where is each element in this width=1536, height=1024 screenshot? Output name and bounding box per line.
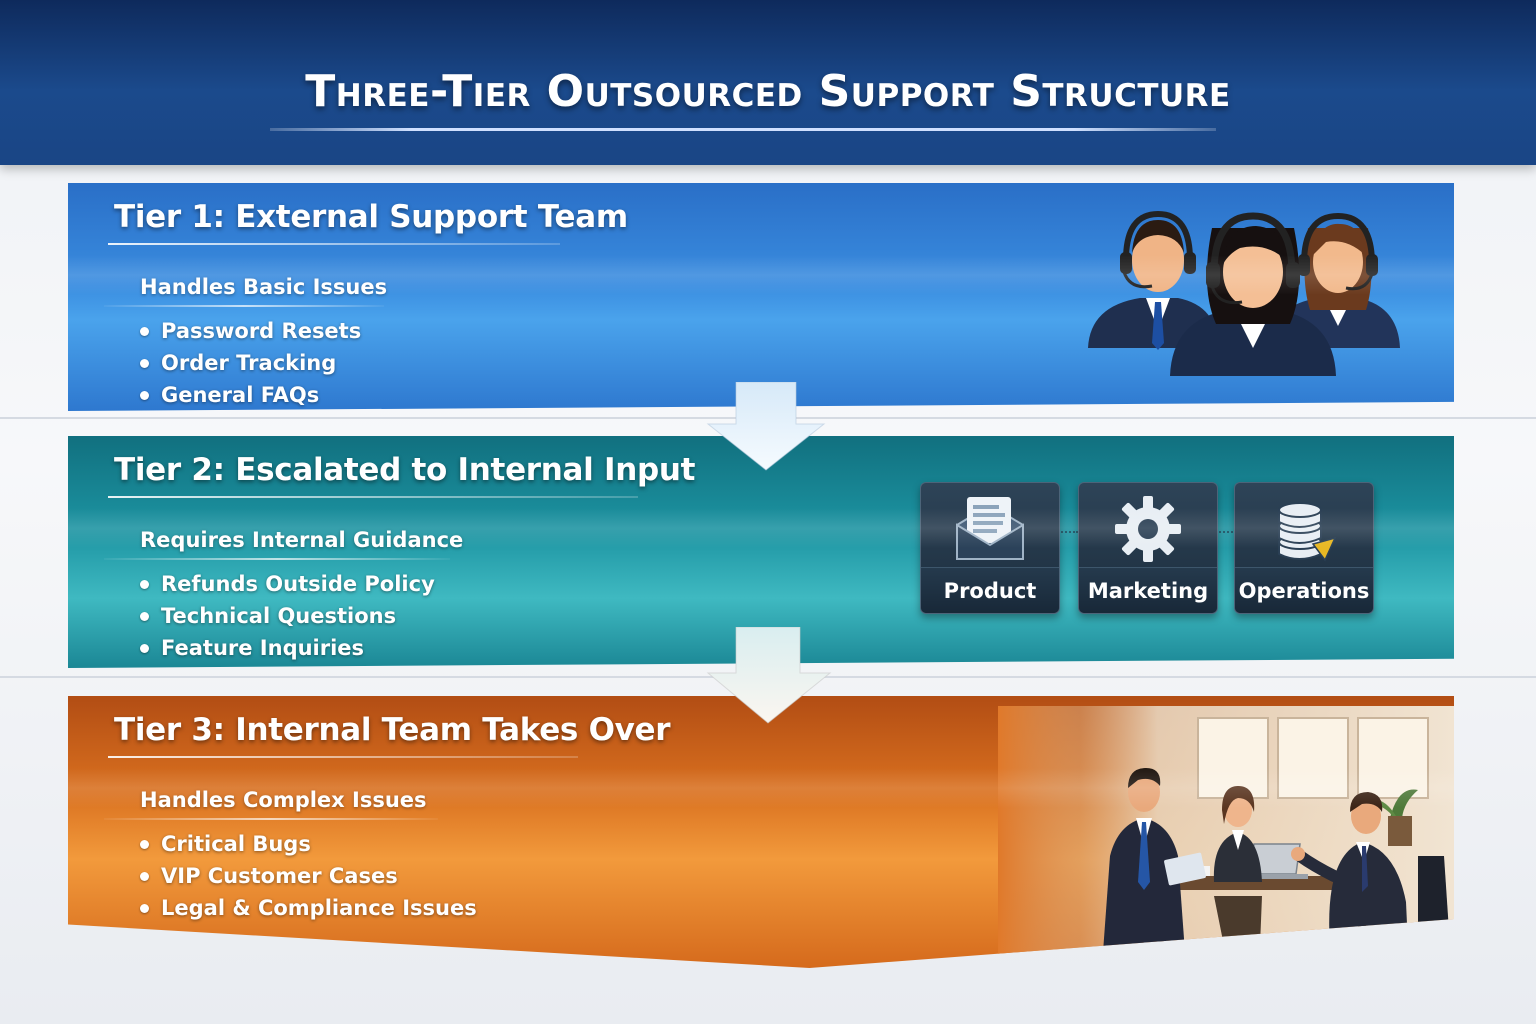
list-item: Order Tracking bbox=[140, 347, 361, 379]
tier-1-subtitle: Handles Basic Issues bbox=[140, 275, 388, 299]
bullet-icon bbox=[140, 643, 149, 653]
tier-title-underline bbox=[108, 243, 560, 245]
tier-2-subtitle: Requires Internal Guidance bbox=[140, 528, 464, 552]
department-card-marketing: Marketing bbox=[1078, 482, 1218, 614]
down-arrow-icon bbox=[706, 627, 832, 724]
database-icon bbox=[1235, 491, 1373, 567]
list-item: Technical Questions bbox=[140, 600, 435, 632]
list-item: General FAQs bbox=[140, 379, 361, 411]
department-card-operations: Operations bbox=[1234, 482, 1374, 614]
office-meeting-illustration bbox=[998, 706, 1454, 968]
bullet-icon bbox=[140, 390, 149, 400]
support-agents-icon bbox=[1088, 210, 1400, 376]
bullet-icon bbox=[140, 326, 149, 336]
tier-subtitle-underline bbox=[104, 558, 450, 560]
tier-3-title: Tier 3: Internal Team Takes Over bbox=[114, 712, 671, 748]
tier-3-issue-list: Critical Bugs VIP Customer Cases Legal &… bbox=[140, 828, 477, 924]
tier-title-underline bbox=[108, 496, 638, 498]
list-item: VIP Customer Cases bbox=[140, 860, 477, 892]
document-envelope-icon bbox=[921, 491, 1059, 567]
tier-subtitle-underline bbox=[104, 818, 438, 820]
down-arrow-icon bbox=[706, 382, 826, 471]
page-title: Three-Tier Outsourced Support Structure bbox=[305, 66, 1231, 117]
bullet-icon bbox=[140, 839, 149, 849]
tier-1-title: Tier 1: External Support Team bbox=[114, 199, 628, 235]
department-label: Product bbox=[921, 567, 1059, 613]
tier-subtitle-underline bbox=[104, 305, 384, 307]
tier-3-band: Tier 3: Internal Team Takes Over Handles… bbox=[68, 696, 1454, 968]
tier-3-subtitle: Handles Complex Issues bbox=[140, 788, 427, 812]
bullet-icon bbox=[140, 903, 149, 913]
tier-2-issue-list: Refunds Outside Policy Technical Questio… bbox=[140, 568, 435, 664]
department-label: Marketing bbox=[1079, 567, 1217, 613]
tier-1-band: Tier 1: External Support Team Handles Ba… bbox=[68, 183, 1454, 411]
list-item: Refunds Outside Policy bbox=[140, 568, 435, 600]
department-connector bbox=[1216, 531, 1236, 533]
list-item: Password Resets bbox=[140, 315, 361, 347]
bullet-icon bbox=[140, 358, 149, 368]
title-underline bbox=[270, 128, 1216, 131]
department-label: Operations bbox=[1235, 567, 1373, 613]
department-connector bbox=[1058, 531, 1078, 533]
bullet-icon bbox=[140, 611, 149, 621]
tier-1-issue-list: Password Resets Order Tracking General F… bbox=[140, 315, 361, 411]
tier-title-underline bbox=[108, 756, 578, 758]
header-banner: Three-Tier Outsourced Support Structure bbox=[0, 0, 1536, 165]
list-item: Legal & Compliance Issues bbox=[140, 892, 477, 924]
tier-2-title: Tier 2: Escalated to Internal Input bbox=[114, 452, 696, 488]
bullet-icon bbox=[140, 579, 149, 589]
bullet-icon bbox=[140, 871, 149, 881]
list-item: Feature Inquiries bbox=[140, 632, 435, 664]
gear-icon bbox=[1079, 491, 1217, 567]
department-card-product: Product bbox=[920, 482, 1060, 614]
list-item: Critical Bugs bbox=[140, 828, 477, 860]
